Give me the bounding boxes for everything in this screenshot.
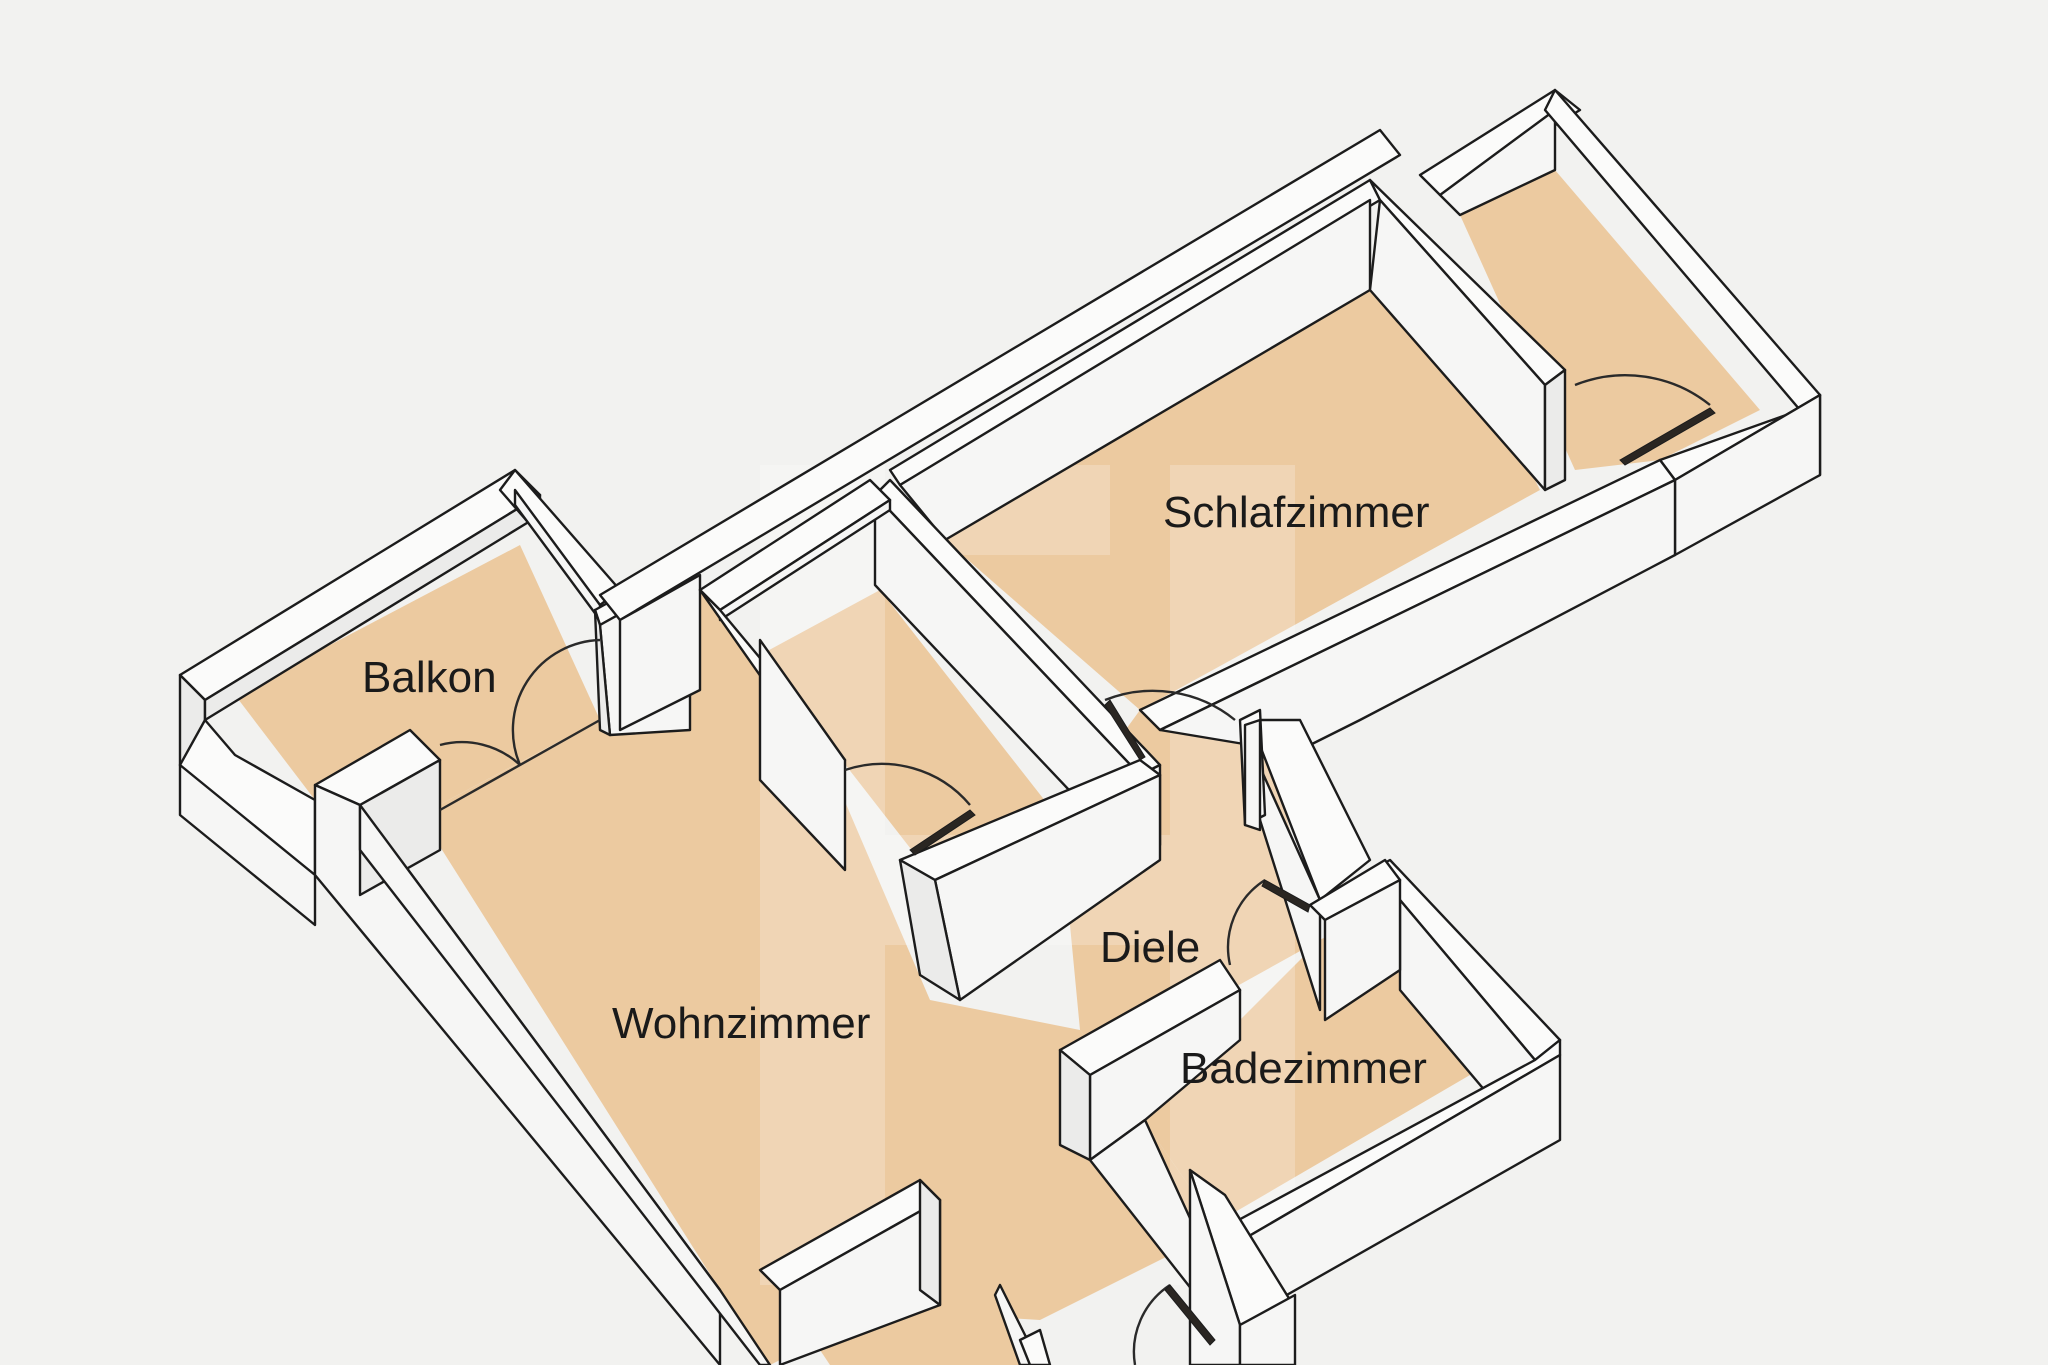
- label-balkon: Balkon: [362, 653, 497, 702]
- door-ankleide: [1574, 374, 1711, 406]
- door-schlafzimmer: [1104, 689, 1236, 721]
- floor-areas: [235, 170, 1760, 1365]
- brand-watermark-icon: [760, 465, 1295, 1285]
- doors: [439, 374, 1716, 1365]
- label-schlafzimmer: Schlafzimmer: [1163, 488, 1430, 537]
- floor-abstellraum: [760, 590, 1060, 880]
- floor-wc: [800, 1280, 1040, 1365]
- label-badezimmer: Badezimmer: [1180, 1044, 1427, 1093]
- room-labels: Balkon Schlafzimmer Wohnzimmer Diele Bad…: [362, 488, 1430, 1093]
- floor-wohnzimmer: [420, 590, 1220, 1365]
- door-balkon: [439, 740, 521, 766]
- floor-ankleide: [1460, 170, 1760, 470]
- label-diele: Diele: [1100, 923, 1200, 972]
- floor-schlafzimmer: [945, 290, 1540, 710]
- door-badezimmer: [1226, 878, 1266, 966]
- walls: [178, 88, 1822, 1365]
- door-wc: [1132, 1283, 1171, 1365]
- floor-balkon: [235, 545, 600, 815]
- door-abstellraum: [844, 762, 971, 806]
- label-wohnzimmer: Wohnzimmer: [612, 999, 870, 1048]
